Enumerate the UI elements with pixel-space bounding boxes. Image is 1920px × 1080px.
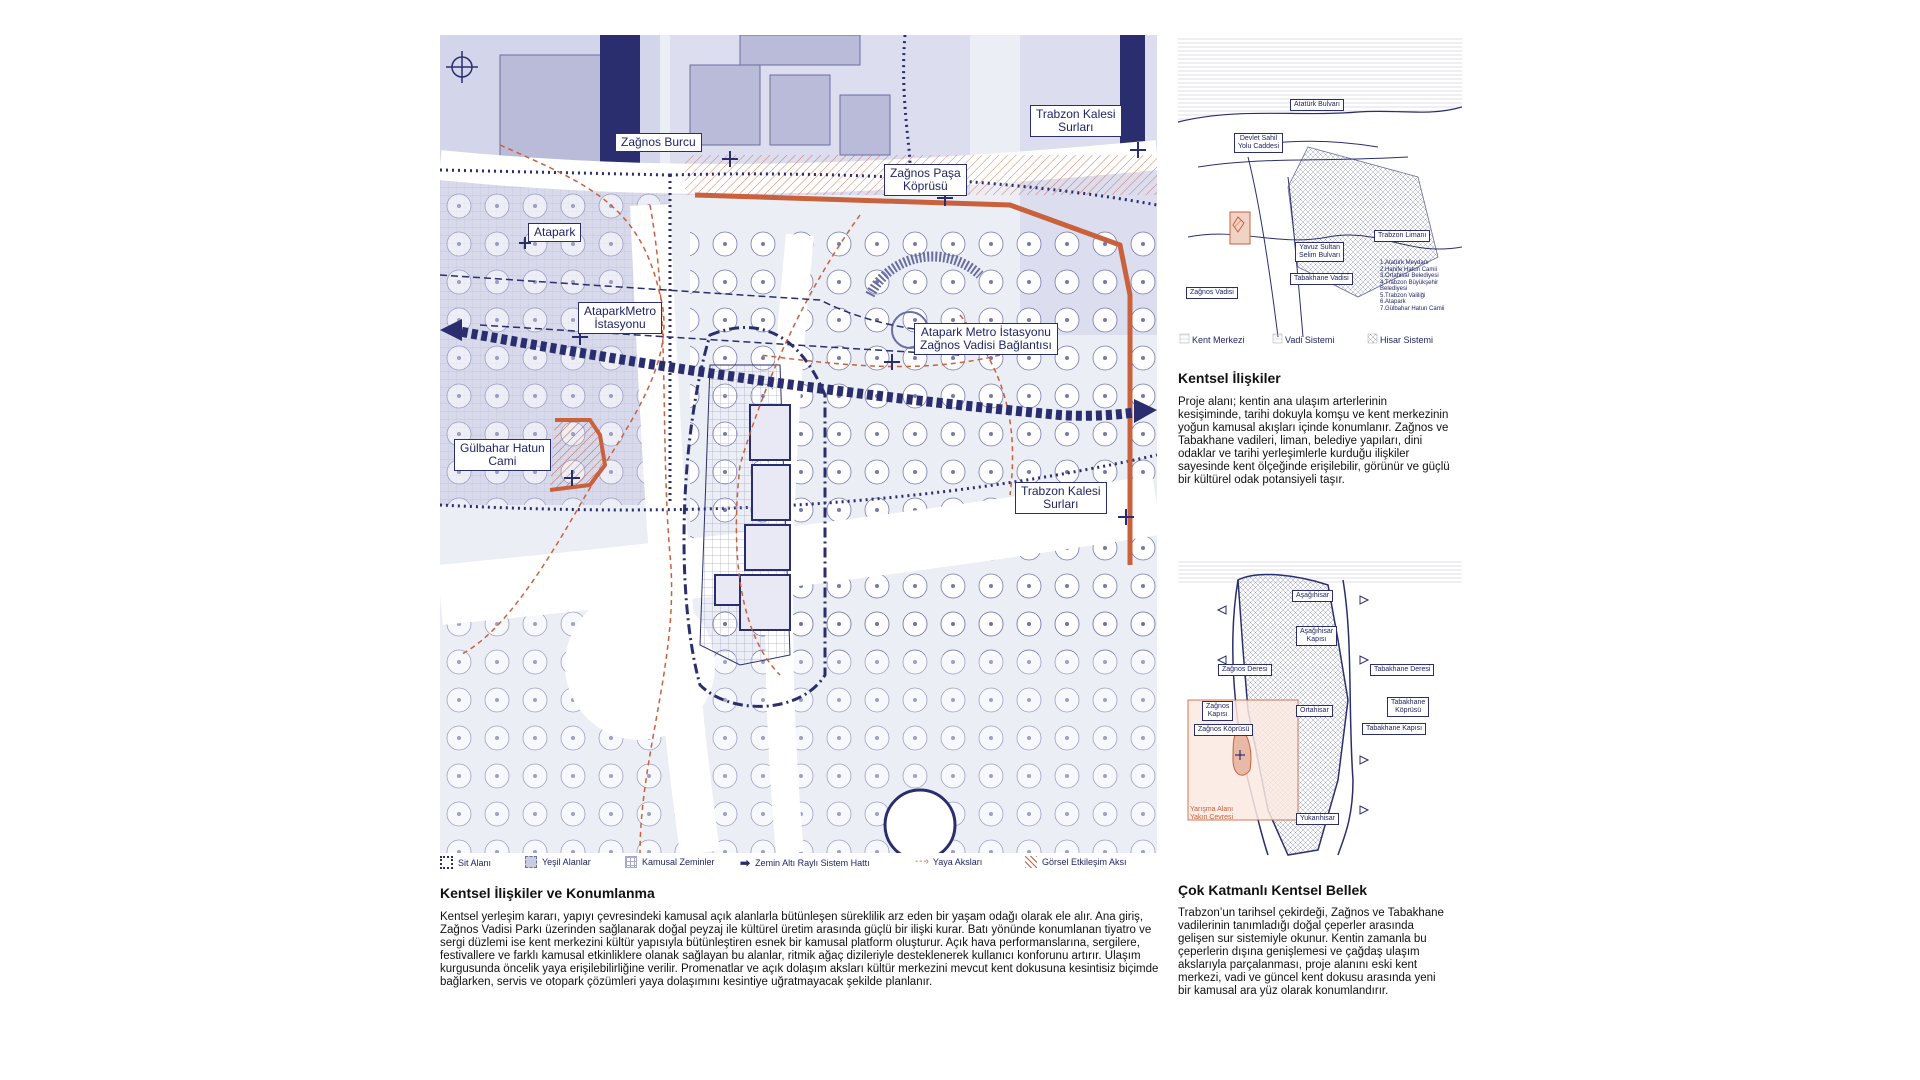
landmark-list-item: 1.Atatürk Meydanı bbox=[1380, 260, 1429, 266]
legend-label: Görsel Etkileşim Aksı bbox=[1042, 857, 1127, 867]
section-body-cok-katmanli: Trabzon’un tarihsel çekirdeği, Zağnos ve… bbox=[1178, 907, 1444, 997]
main-map-drawing bbox=[440, 35, 1157, 853]
legend-label: Yeşil Alanlar bbox=[542, 857, 591, 867]
label-asagihisar-kapisi: Aşağıhisar Kapısı bbox=[1296, 626, 1338, 646]
label-yukarihisar: Yukarıhisar bbox=[1296, 813, 1340, 825]
section-heading-kentsel-iliskiler: Kentsel İlişkiler bbox=[1178, 370, 1281, 386]
label-trabzon-limani: Trabzon Limanı bbox=[1374, 230, 1431, 242]
label-zagnos-vadisi: Zağnos Vadisi bbox=[1186, 287, 1238, 299]
label-atapark: Atapark bbox=[528, 223, 582, 242]
section-body-kentsel-iliskiler: Proje alanı; kentin ana ulaşım arterleri… bbox=[1178, 396, 1450, 486]
legend-label: Kamusal Zeminler bbox=[642, 857, 715, 867]
rail-arrow-icon: ➡ bbox=[740, 856, 751, 870]
landmark-list-item: 6.Atapark bbox=[1380, 299, 1406, 305]
landmark-list-item: 3.Ortahisar Belediyesi bbox=[1380, 273, 1439, 279]
landmark-list-item: 2.Hanife Hatun Camii bbox=[1380, 266, 1438, 273]
label-tabakhane-vadisi: Tabakhane Vadisi bbox=[1290, 273, 1353, 285]
landmark-list-item: 5.Trabzon Valiliği bbox=[1380, 292, 1426, 299]
label-yarisma-alani: Yarışma Alanı Yakın Çevresi bbox=[1190, 806, 1234, 821]
section-heading-kentsel-iliskiler-konumlanma: Kentsel İlişkiler ve Konumlanma bbox=[440, 885, 655, 901]
legend-label: Sit Alanı bbox=[458, 857, 492, 868]
landmark-list-item: Belediyesi bbox=[1380, 286, 1408, 292]
legend-item-kamusal-zeminler: Kamusal Zeminler bbox=[625, 856, 715, 868]
legend-label: Zemin Altı Raylı Sistem Hattı bbox=[755, 858, 870, 868]
section-body-kentsel-iliskiler-konumlanma: Kentsel yerleşim kararı, yapıyı çevresin… bbox=[440, 911, 1159, 988]
main-site-map: Zağnos Burcu Trabzon Kalesi Surları Zağn… bbox=[440, 35, 1157, 853]
label-zagnos-burcu: Zağnos Burcu bbox=[615, 133, 702, 152]
legend-item-yesil-alanlar: Yeşil Alanlar bbox=[525, 856, 591, 868]
label-tabakhane-koprusu: Tabakhane Köprüsü bbox=[1387, 697, 1430, 717]
grid-square-icon bbox=[625, 856, 637, 868]
hatch-square-icon bbox=[1025, 856, 1037, 868]
historic-layers-map: Aşağıhisar Aşağıhisar Kapısı Zağnos Dere… bbox=[1178, 560, 1462, 860]
label-asagihisar: Aşağıhisar bbox=[1292, 590, 1334, 602]
label-tabakhane-deresi: Tabakhane Deresi bbox=[1370, 664, 1435, 676]
label-tabakhane-kapisi: Tabakhane Kapısı bbox=[1362, 723, 1427, 735]
legend-item-yaya: - - -› Yaya Aksları bbox=[915, 856, 982, 867]
city-context-map: Atatürk Bulvarı Devlet Sahil Yolu Caddes… bbox=[1178, 37, 1462, 357]
map-legend: Sit Alanı Yeşil Alanlar Kamusal Zeminler… bbox=[440, 856, 1160, 872]
label-metro-link: Atapark Metro İstasyonu Zağnos Vadisi Ba… bbox=[914, 323, 1058, 355]
legend-hisar-sistemi: Hisar Sistemi bbox=[1380, 335, 1434, 345]
legend-item-gorsel: Görsel Etkileşim Aksı bbox=[1025, 856, 1127, 868]
legend-kent-merkezi: Kent Merkezi bbox=[1192, 335, 1245, 345]
legend-item-rail: ➡ Zemin Altı Raylı Sistem Hattı bbox=[740, 856, 870, 870]
landmark-list: 1.Atatürk Meydanı 2.Hanife Hatun Camii 3… bbox=[1380, 260, 1444, 312]
label-zagnos-pasa-koprusu: Zağnos Paşa Köprüsü bbox=[884, 164, 967, 196]
north-arrow-icon bbox=[446, 51, 478, 83]
label-ataturk-bulvari: Atatürk Bulvarı bbox=[1290, 99, 1344, 111]
label-gulbahar-hatun: Gülbahar Hatun Cami bbox=[454, 439, 551, 471]
dotted-square-icon bbox=[440, 856, 453, 869]
legend-label: Yaya Aksları bbox=[932, 856, 983, 867]
label-devlet-sahil: Devlet Sahil Yolu Caddesi bbox=[1234, 133, 1283, 153]
label-ortahisar: Ortahisar bbox=[1296, 705, 1333, 717]
section-heading-cok-katmanli: Çok Katmanlı Kentsel Bellek bbox=[1178, 882, 1368, 898]
label-zagnos-deresi: Zağnos Deresi bbox=[1218, 664, 1272, 676]
pedestrian-arrow-icon: - - -› bbox=[915, 856, 929, 867]
label-trabzon-kalesi-surlari-top: Trabzon Kalesi Surları bbox=[1030, 105, 1122, 137]
label-atapark-metro: AtaparkMetro İstasyonu bbox=[578, 302, 663, 334]
legend-item-sit-alani: Sit Alanı bbox=[440, 856, 491, 869]
landmark-list-item: 4.Trabzon Büyükşehir bbox=[1380, 279, 1439, 286]
label-zagnos-koprusu: Zağnos Köprüsü bbox=[1194, 724, 1254, 736]
legend-vadi-sistemi: Vadi Sistemi bbox=[1285, 335, 1335, 345]
label-yavuz-sultan: Yavuz Sultan Selim Bulvarı bbox=[1295, 242, 1345, 262]
label-trabzon-kalesi-surlari-right: Trabzon Kalesi Surları bbox=[1015, 482, 1107, 514]
green-area-icon bbox=[525, 856, 537, 868]
label-zagnos-kapisi: Zağnos Kapısı bbox=[1202, 701, 1234, 721]
landmark-list-item: 7.Gülbahar Hatun Camii bbox=[1380, 305, 1445, 312]
